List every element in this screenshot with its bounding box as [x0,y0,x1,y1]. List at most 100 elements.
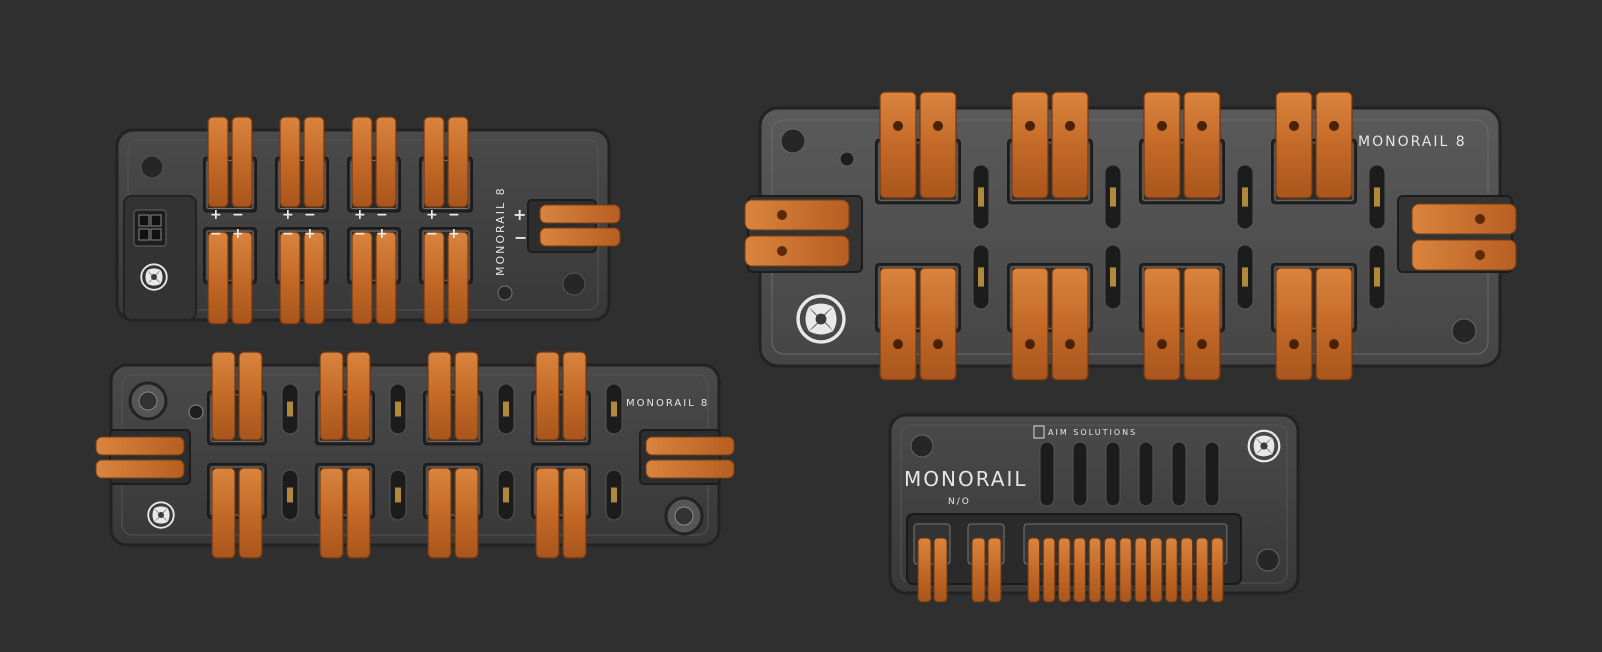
housing-rim [1142,142,1222,201]
board-label: MONORAIL 8 [494,186,507,276]
housing-rim [422,160,470,209]
wago-lever-pair [275,227,329,325]
housing-rim [426,394,480,442]
lever [1073,537,1086,603]
lever [1143,267,1181,381]
polarity-plus: + [232,226,244,242]
housing-rim [1274,266,1354,329]
vent-slot-contact [1110,187,1116,207]
lever-hole [1157,339,1167,350]
wago-lever-pair [1271,263,1357,381]
wago-lever-pair [347,116,401,213]
lever [423,116,445,208]
vent-slot-contact [978,267,984,287]
housing-rim [1010,266,1090,329]
polarity-minus: − [282,226,294,242]
vent-slot-contact [287,401,293,417]
connector-group [207,351,623,559]
output-plus-mark: + [513,205,528,224]
lever-hole [1289,339,1299,350]
housing-rim [210,394,264,442]
lever-hole [893,120,903,131]
lever [279,116,301,208]
lever [447,231,469,325]
housing-rim [206,160,254,209]
output-minus-mark: − [514,228,529,247]
lever [1315,267,1353,381]
housing-rim [1142,266,1222,329]
housing-rim [878,142,958,201]
housing-rim [534,466,588,516]
wago-lever-pair [1007,263,1093,381]
lever [562,351,587,441]
lever-hole [1197,120,1207,131]
vent-slot [1171,441,1187,507]
lever [535,351,560,441]
lever [1119,537,1132,603]
lever [1134,537,1148,603]
lever [1183,267,1221,381]
polarity-minus: − [376,207,388,223]
lever [987,537,1002,603]
vent-slot-contact [503,487,509,503]
slot-row [1039,441,1220,507]
lever-hole [1025,120,1035,131]
vent-slot [1072,441,1088,507]
board-label: MONORAIL [904,467,1028,491]
lever [211,351,236,441]
lever [1027,537,1040,603]
board-top-left: +−−++−−++−−++−−+ MONORAIL 8 + − [115,116,621,325]
polarity-plus: + [376,226,388,242]
lever-hole [1065,339,1075,350]
housing-rim [878,266,958,329]
board-bottom-right: MONORAIL N/O AIM SOLUTIONS [888,413,1300,603]
vent-slot-contact [1110,267,1116,287]
housing-rim [278,230,326,281]
housing-rim [350,230,398,281]
wago-lever-pair [419,116,473,213]
board-bottom-left: MONORAIL 8 [95,351,735,559]
lever [454,467,479,559]
lever [427,351,452,441]
lever [1315,91,1353,199]
lever [447,116,469,208]
brand-line: AIM SOLUTIONS [1048,428,1137,437]
housing-rim [1274,142,1354,201]
housing-rim [426,466,480,516]
vent-slot [1105,441,1121,507]
vent-slot-contact [1242,267,1248,287]
lever [375,116,397,208]
lever [1088,537,1102,603]
vent-slot-contact [1374,187,1380,207]
wago-lever-pair [315,351,375,446]
housing-rim [350,160,398,209]
lever [1275,91,1313,199]
vent-slot-contact [1374,267,1380,287]
lever [1183,91,1221,199]
housing-rim [210,466,264,516]
vent-slot [1138,441,1154,507]
lever [231,231,253,325]
housing-rim [422,230,470,281]
lever-hole [933,339,943,350]
lever [879,267,917,381]
wago-lever-pair [207,463,267,559]
lever [879,91,917,199]
lever [423,231,445,325]
polarity-minus: − [426,226,438,242]
polarity-minus: − [210,226,222,242]
lever [1275,267,1313,381]
polarity-plus: + [354,207,366,223]
lever [1211,537,1224,603]
vent-slot [1039,441,1055,507]
housing-rim [278,160,326,209]
lever [319,351,344,441]
wago-lever-pair [531,351,591,446]
lever-hole [1329,339,1339,350]
polarity-marks: +−−++−−++−−++−−+ [210,207,460,242]
wago-lever-pair [531,463,591,559]
lever [919,91,957,199]
housing-rim [534,394,588,442]
vent-slot [1204,441,1220,507]
